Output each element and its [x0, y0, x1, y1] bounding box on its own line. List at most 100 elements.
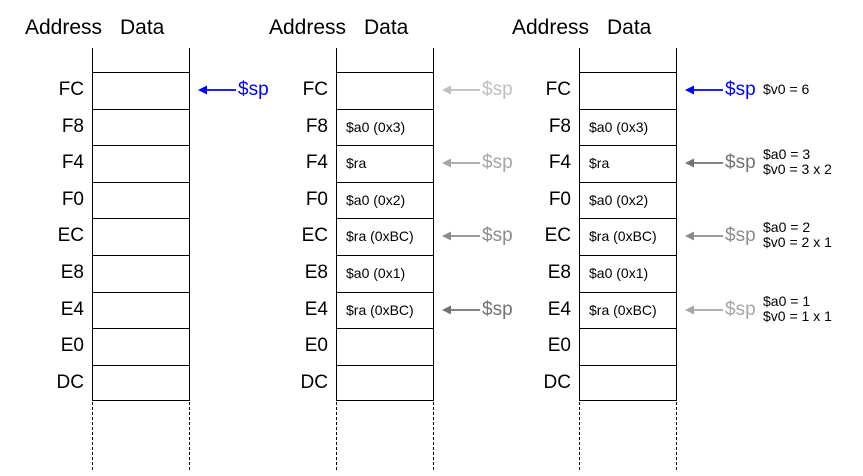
stack-side-line: [432, 48, 434, 72]
address-label: F8: [61, 115, 84, 137]
address-label: EC: [544, 225, 571, 247]
stack-cell-value: $a0 (0x3): [589, 118, 649, 135]
address-label: EC: [57, 225, 84, 247]
sp-label: $sp: [482, 152, 513, 174]
address-label: E0: [60, 335, 84, 357]
header-address: Address: [512, 16, 590, 39]
stack-cell: [92, 328, 190, 367]
stack-cell-value: $ra (0xBC): [589, 301, 657, 318]
address-label: E8: [547, 262, 571, 283]
register-note: $a0 = 2 $v0 = 2 x 1: [763, 219, 832, 251]
stack-cell: [92, 218, 190, 257]
address-label: E4: [60, 298, 84, 320]
sp-label: $sp: [482, 225, 513, 247]
address-label: FC: [302, 79, 328, 100]
stack-cell-value: $ra (0xBC): [346, 228, 414, 245]
stack-cell: [92, 72, 190, 111]
sp-label: $sp: [725, 79, 756, 100]
sp-label: $sp: [482, 79, 513, 100]
sp-label: $sp: [725, 225, 756, 247]
address-label: E4: [304, 298, 328, 320]
stack-side-line: [92, 48, 93, 72]
stack-cell: [336, 218, 434, 257]
stack-cell-value: $ra: [346, 155, 367, 172]
stack-cell-value: $a0 (0x1): [346, 265, 406, 281]
sp-arrow-icon: [442, 158, 480, 168]
stack-cell: [92, 364, 190, 402]
stack-cell: [579, 108, 677, 147]
stack-cell-value: $ra (0xBC): [589, 228, 657, 245]
address-label: DC: [56, 371, 84, 393]
stack-cell: [579, 145, 677, 184]
stack-cell-value: $a0 (0x2): [346, 191, 406, 208]
address-label: E0: [304, 335, 328, 357]
stack-cell-value: $ra (0xBC): [346, 301, 414, 318]
address-label: F0: [548, 188, 571, 210]
sp-arrow-icon: [685, 231, 723, 241]
stack-cell: [92, 255, 190, 294]
stack-side-line: [579, 48, 580, 72]
stack-continuation-line: [432, 402, 434, 470]
stack-cell: [92, 181, 190, 220]
sp-label: $sp: [238, 79, 269, 100]
address-label: F4: [305, 152, 328, 174]
stack-continuation-line: [92, 402, 93, 470]
address-label: DC: [300, 371, 328, 393]
sp-arrow-icon: [685, 85, 723, 95]
address-label: FC: [545, 79, 571, 100]
stack-cell: [579, 218, 677, 257]
address-label: F4: [61, 152, 84, 174]
address-label: F8: [548, 115, 571, 137]
stack-continuation-line: [579, 402, 580, 470]
stack-continuation-line: [675, 402, 677, 470]
stack-cell: [92, 108, 190, 147]
header-data: Data: [120, 16, 165, 39]
stack-side-line: [336, 48, 337, 72]
sp-label: $sp: [482, 298, 513, 320]
stack-cell: [336, 291, 434, 330]
sp-label: $sp: [725, 298, 756, 320]
stack-cell: [336, 145, 434, 184]
stack-cell-value: $ra: [589, 155, 610, 172]
stack-cell: [579, 328, 677, 367]
header-address: Address: [25, 16, 103, 39]
stack-cell: [336, 328, 434, 367]
stack-cell: [336, 72, 434, 111]
address-label: E0: [547, 335, 571, 357]
sp-label: $sp: [725, 152, 756, 174]
address-label: F8: [305, 115, 328, 137]
stack-cell: [92, 145, 190, 184]
stack-cell: [336, 181, 434, 220]
stack-cell: [579, 291, 677, 330]
sp-arrow-icon: [198, 85, 236, 95]
address-label: FC: [58, 79, 84, 100]
address-label: E8: [60, 262, 84, 283]
address-label: EC: [301, 225, 328, 247]
stack-cell: [579, 72, 677, 111]
stack-cell: [336, 364, 434, 402]
header-data: Data: [607, 16, 652, 39]
stack-cell-value: $a0 (0x1): [589, 265, 649, 281]
sp-arrow-icon: [442, 85, 480, 95]
register-note: $v0 = 6: [763, 81, 810, 97]
address-label: F4: [548, 152, 571, 174]
stack-cell: [92, 291, 190, 330]
stack-side-line: [675, 48, 677, 72]
stack-cell-value: $a0 (0x3): [346, 118, 406, 135]
address-label: F0: [305, 188, 328, 210]
sp-arrow-icon: [685, 158, 723, 168]
stack-cell: [579, 181, 677, 220]
stack-cell: [579, 364, 677, 402]
sp-arrow-icon: [442, 231, 480, 241]
stack-cell: [336, 255, 434, 294]
sp-arrow-icon: [685, 305, 723, 315]
address-label: E4: [547, 298, 571, 320]
header-address: Address: [269, 16, 347, 39]
stack-side-line: [188, 48, 190, 72]
header-data: Data: [364, 16, 409, 39]
stack-continuation-line: [188, 402, 190, 470]
stack-continuation-line: [336, 402, 337, 470]
sp-arrow-icon: [442, 305, 480, 315]
stack-cell: [579, 255, 677, 294]
